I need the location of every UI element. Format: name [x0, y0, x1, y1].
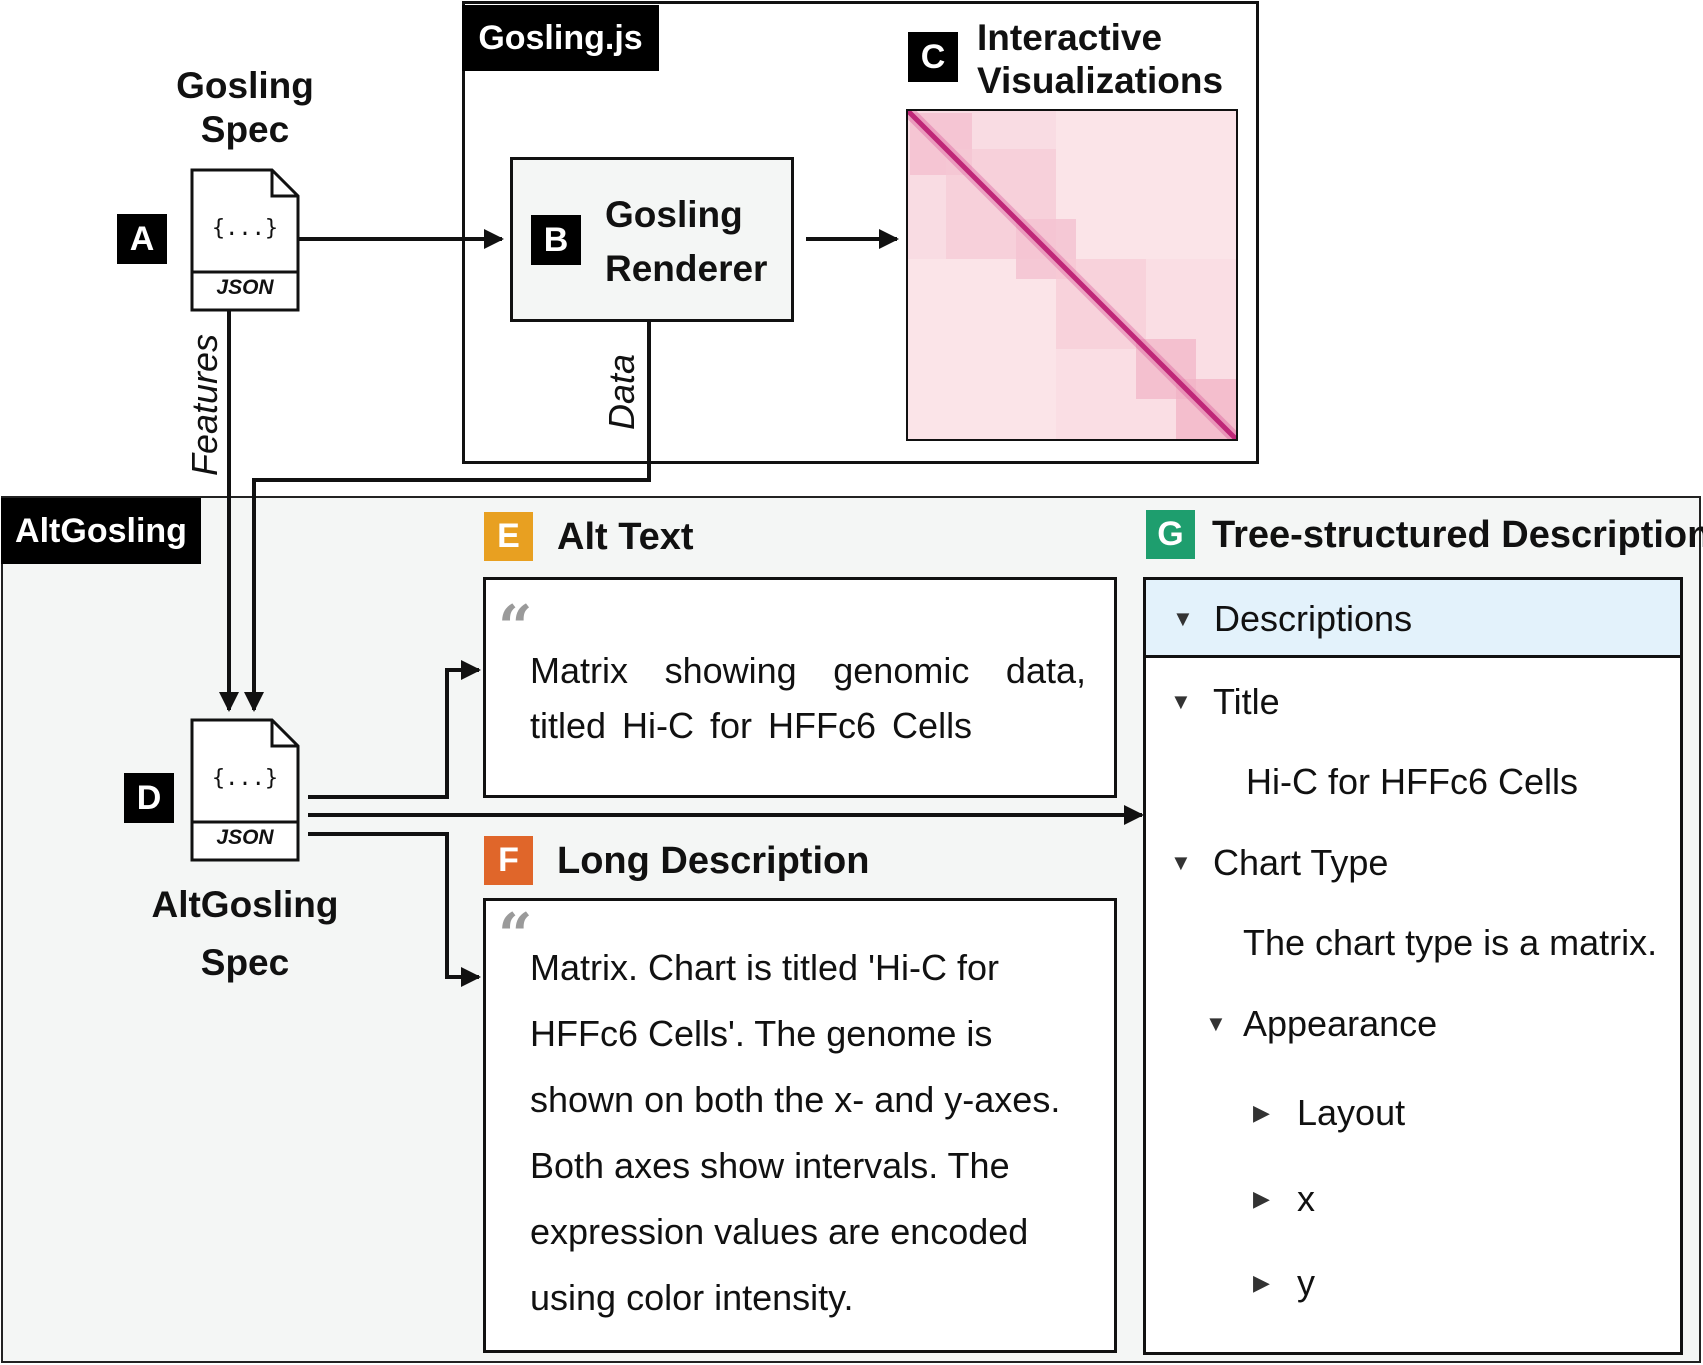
document-icon [190, 718, 300, 862]
tree-item-layout[interactable]: Layout [1297, 1092, 1406, 1133]
data-edge-label: Data [601, 353, 642, 431]
caret-down-icon[interactable]: ▼ [1170, 689, 1192, 714]
interactive-visualizations-label: Interactive Visualizations [977, 16, 1223, 102]
badge-a: A [117, 214, 167, 264]
tree-item-title[interactable]: Title [1213, 681, 1280, 722]
document-icon [190, 168, 300, 312]
gosling-spec-format: JSON [216, 276, 274, 299]
altgosling-spec-title: AltGosling Spec [130, 876, 360, 992]
long-description-quote-icon: “ [498, 901, 533, 971]
caret-down-icon[interactable]: ▼ [1170, 850, 1192, 875]
altgosling-label: AltGosling [1, 498, 201, 564]
caret-right-icon[interactable]: ▶ [1253, 1186, 1270, 1211]
caret-right-icon[interactable]: ▶ [1253, 1270, 1270, 1295]
long-description-title: Long Description [557, 840, 870, 882]
tree-header-label[interactable]: Descriptions [1214, 598, 1413, 639]
altgosling-spec-title-line2: Spec [200, 942, 290, 983]
alt-text-body: Matrix showing genomic data, titled Hi-C… [530, 650, 1086, 746]
altgosling-spec-symbol: {...} [211, 766, 279, 791]
badge-d: D [124, 773, 174, 823]
heatmap-icon[interactable] [906, 109, 1238, 441]
tree-item-title-value: Hi-C for HFFc6 Cells [1246, 761, 1579, 802]
badge-c: C [908, 32, 958, 82]
alt-text-title: Alt Text [557, 516, 694, 558]
features-edge-label: Features [184, 333, 225, 477]
gosling-js-label: Gosling.js [462, 5, 659, 71]
tree-item-y[interactable]: y [1297, 1262, 1315, 1303]
alt-text-quote-icon: “ [498, 593, 533, 663]
altgosling-spec-format: JSON [216, 826, 274, 849]
gosling-spec-title-line2: Spec [200, 109, 290, 150]
badge-g: G [1146, 510, 1195, 559]
gosling-spec-symbol: {...} [211, 216, 279, 241]
gosling-spec-title-line1: Gosling [176, 65, 314, 106]
gosling-spec-title: Gosling Spec [160, 64, 330, 152]
long-description-body: Matrix. Chart is titled 'Hi-C for HFFc6 … [530, 947, 1061, 1318]
altgosling-spec-title-line1: AltGosling [151, 884, 339, 925]
long-description-box [483, 898, 1117, 1353]
badge-e: E [484, 512, 533, 561]
tree-description-box [1143, 577, 1683, 1355]
caret-right-icon[interactable]: ▶ [1253, 1100, 1270, 1125]
tree-item-chart-type-value: The chart type is a matrix. [1243, 922, 1658, 963]
gosling-renderer-label: Gosling Renderer [605, 188, 767, 296]
interactive-visualizations-line2: Visualizations [977, 60, 1224, 101]
tree-item-chart-type[interactable]: Chart Type [1213, 842, 1389, 883]
tree-item-appearance[interactable]: Appearance [1243, 1003, 1438, 1044]
arrow-to-alt-text [308, 660, 481, 799]
heatmap-diagonal [906, 109, 1238, 441]
badge-f: F [484, 836, 533, 885]
gosling-renderer-label-line2: Renderer [605, 248, 768, 289]
interactive-visualizations-line1: Interactive [977, 17, 1163, 58]
arrow-to-long-description [308, 832, 481, 987]
tree-item-x[interactable]: x [1297, 1178, 1315, 1219]
tree-description-title: Tree-structured Description [1212, 514, 1703, 556]
alt-text-box [483, 577, 1117, 798]
tree-header-row[interactable] [1146, 580, 1680, 658]
arrow-data [244, 322, 651, 712]
caret-down-icon[interactable]: ▼ [1205, 1011, 1227, 1036]
caret-down-icon[interactable]: ▼ [1172, 606, 1194, 631]
gosling-renderer-label-line1: Gosling [605, 194, 743, 235]
badge-b: B [531, 215, 581, 265]
